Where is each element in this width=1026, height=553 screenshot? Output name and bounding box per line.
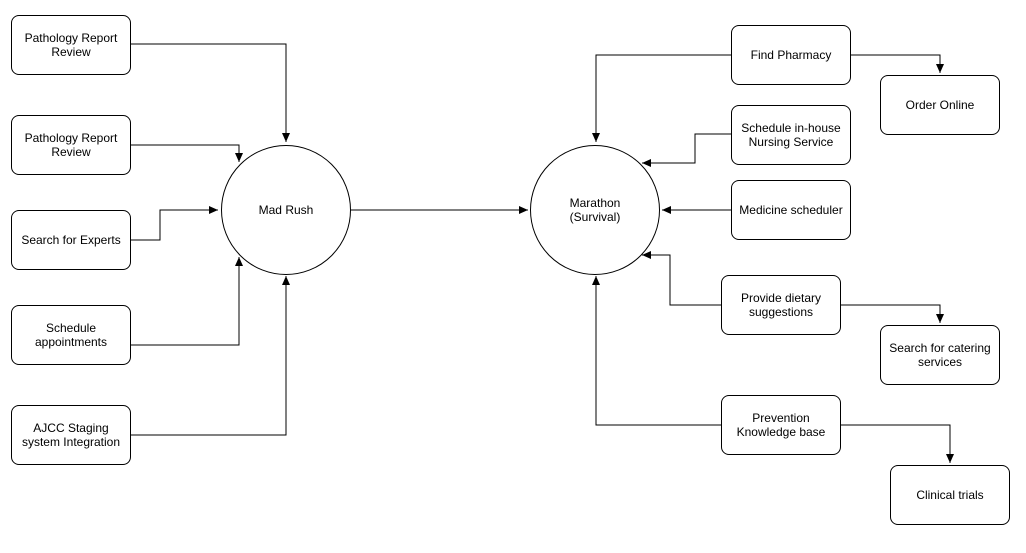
node-schedule-appointments[interactable]: Schedule appointments xyxy=(11,305,131,365)
edge-experts-to-madrush xyxy=(131,206,218,241)
node-find-pharmacy[interactable]: Find Pharmacy xyxy=(731,25,851,85)
node-clinical-trials[interactable]: Clinical trials xyxy=(890,465,1010,525)
node-marathon-survival[interactable]: Marathon (Survival) xyxy=(530,145,660,275)
node-medicine-scheduler[interactable]: Medicine scheduler xyxy=(731,180,851,240)
edge-pharmacy-to-order-online xyxy=(851,54,944,73)
node-pathology-report-review-1[interactable]: Pathology Report Review xyxy=(11,15,131,75)
edge-pathology1-to-madrush xyxy=(131,43,290,142)
node-schedule-nursing-service[interactable]: Schedule in-house Nursing Service xyxy=(731,105,851,165)
edge-dietary-to-catering xyxy=(841,304,944,323)
node-search-for-experts[interactable]: Search for Experts xyxy=(11,210,131,270)
node-search-catering-services[interactable]: Search for catering services xyxy=(880,325,1000,385)
edge-nursing-to-marathon xyxy=(642,133,731,167)
edge-prevention-to-marathon xyxy=(592,276,721,426)
node-ajcc-staging-integration[interactable]: AJCC Staging system Integration xyxy=(11,405,131,465)
edge-appointments-to-madrush xyxy=(131,257,243,346)
edge-ajcc-to-madrush xyxy=(131,276,290,436)
edge-prevention-to-clinical-trials xyxy=(841,424,954,463)
node-pathology-report-review-2[interactable]: Pathology Report Review xyxy=(11,115,131,175)
node-provide-dietary-suggestions[interactable]: Provide dietary suggestions xyxy=(721,275,841,335)
edge-pathology2-to-madrush xyxy=(131,144,243,162)
node-order-online[interactable]: Order Online xyxy=(880,75,1000,135)
edge-pharmacy-to-marathon xyxy=(592,54,731,142)
node-prevention-knowledge-base[interactable]: Prevention Knowledge base xyxy=(721,395,841,455)
node-mad-rush[interactable]: Mad Rush xyxy=(221,145,351,275)
edge-dietary-to-marathon xyxy=(642,251,721,306)
